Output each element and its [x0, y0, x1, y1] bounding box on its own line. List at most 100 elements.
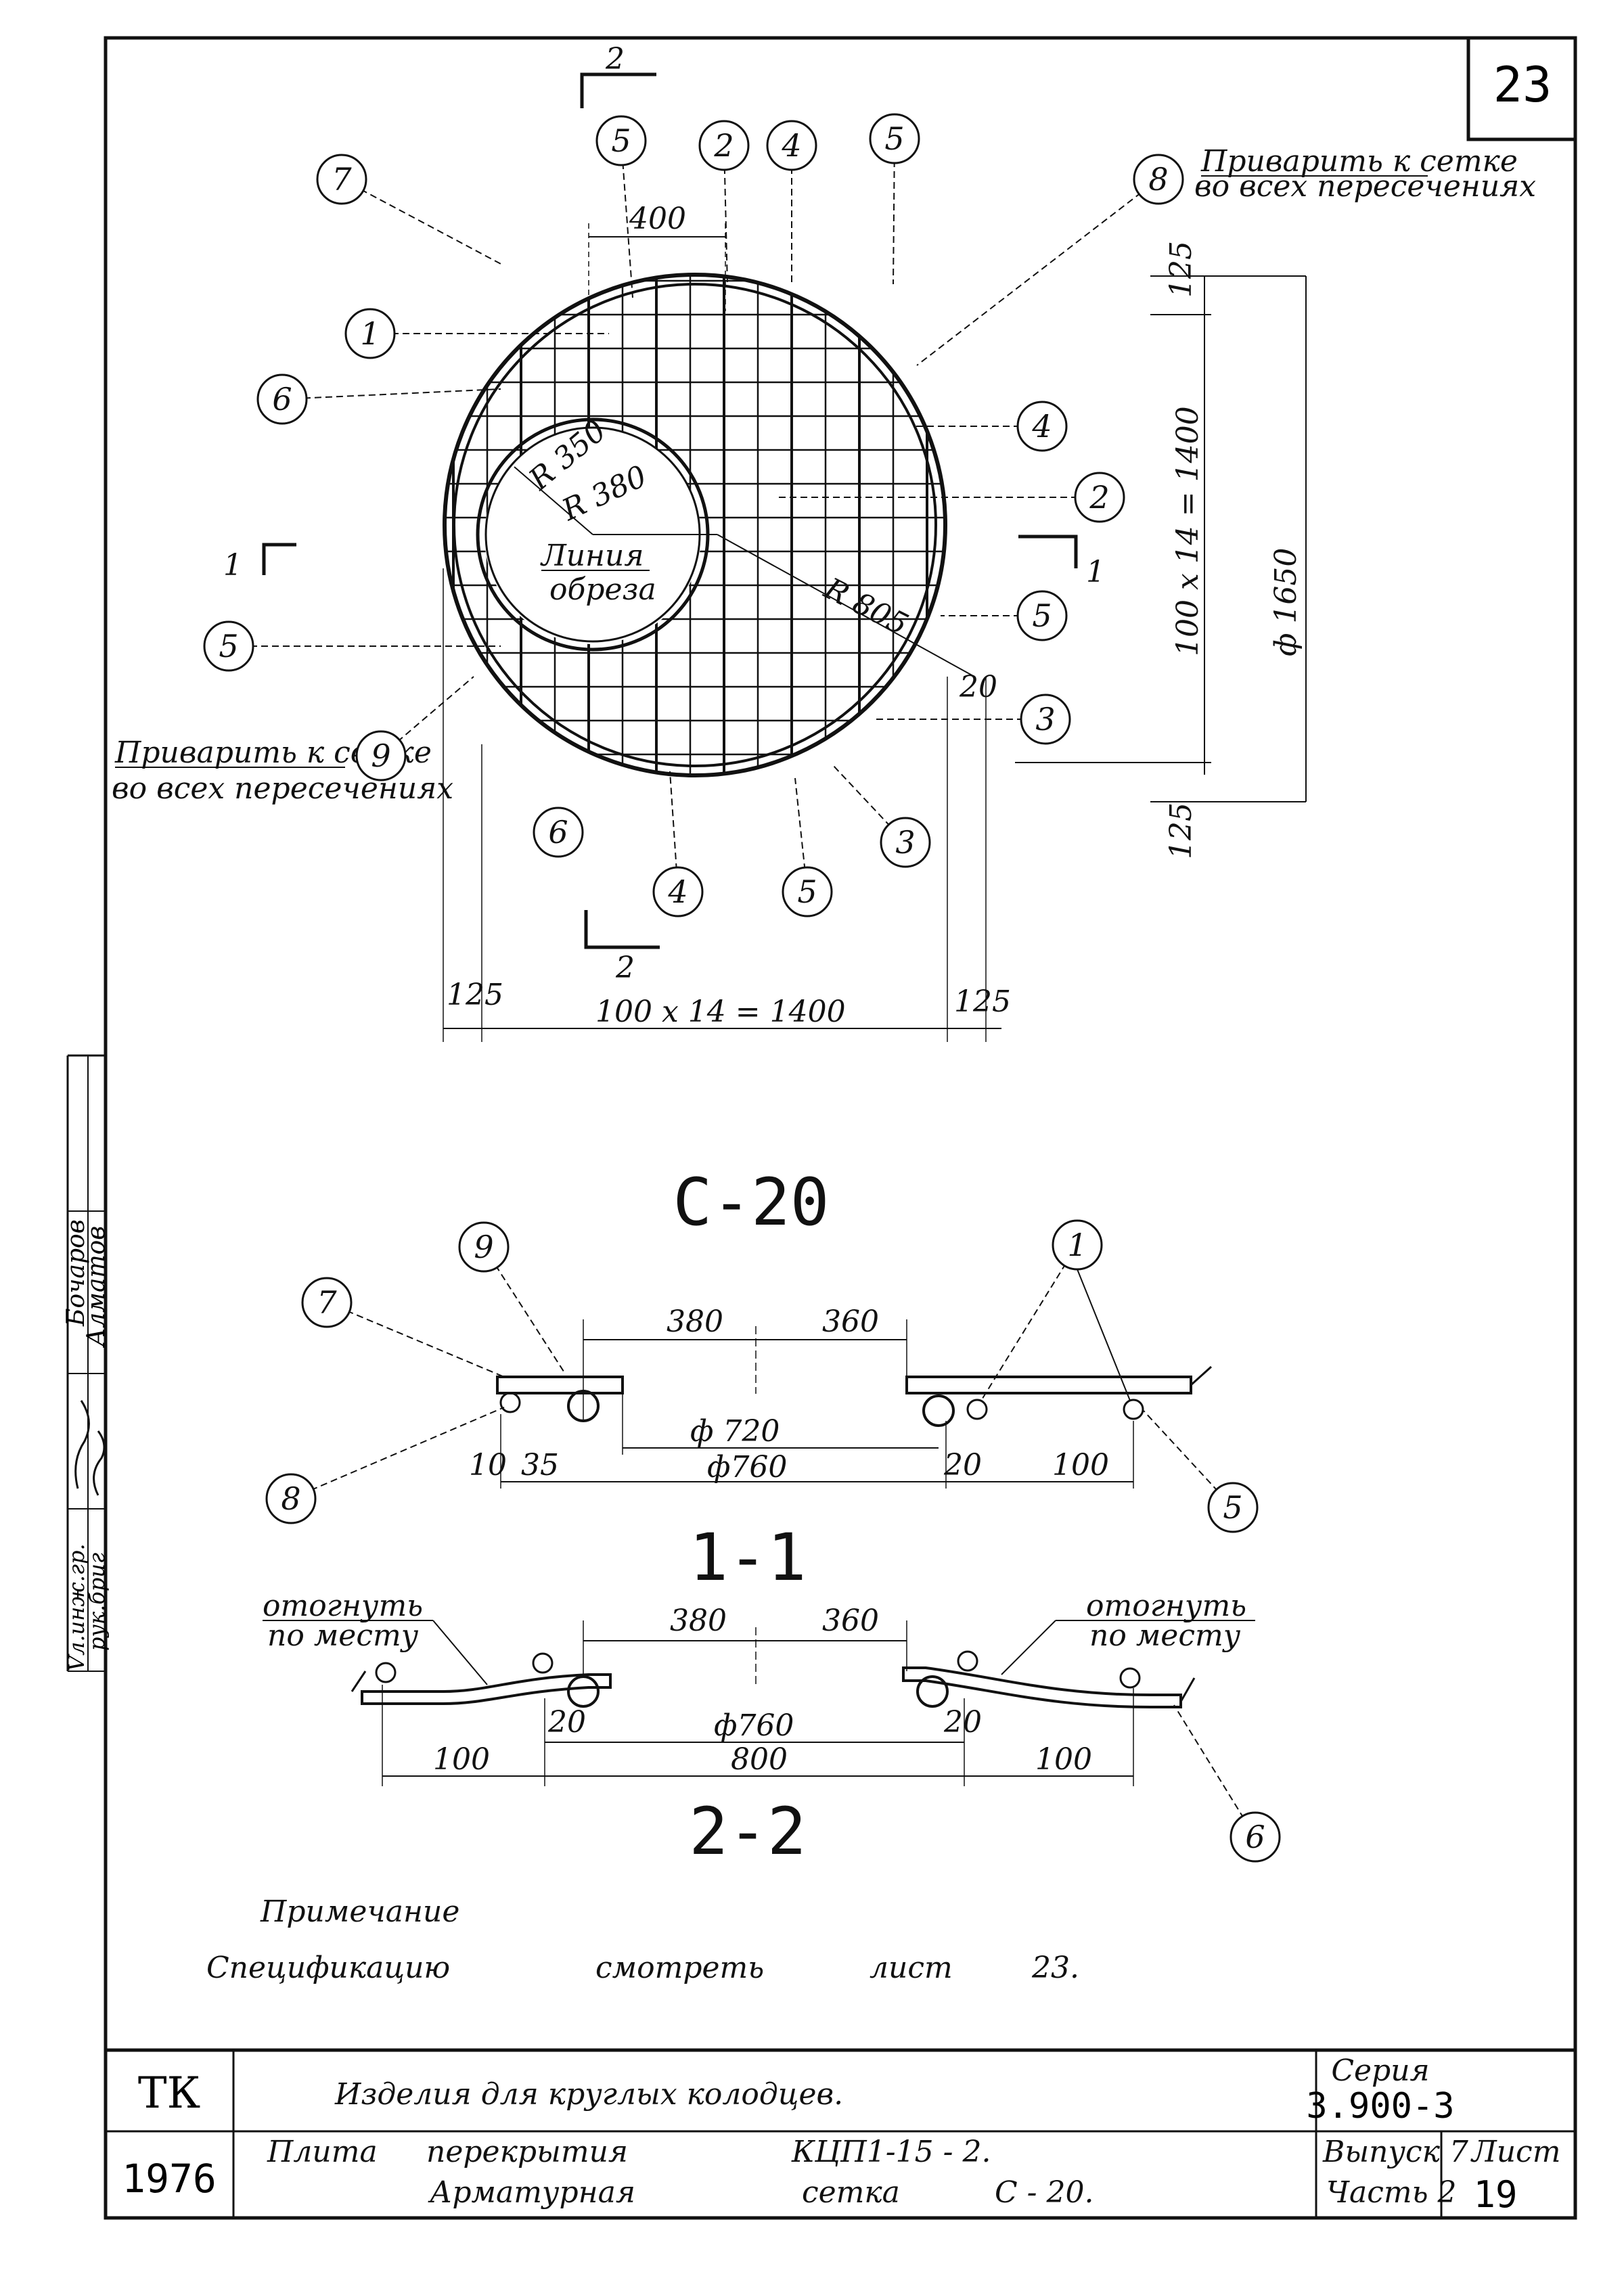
dim-right-125-bottom: 125 — [1164, 802, 1198, 859]
dim-bottom-grid: 100 x 14 = 1400 — [595, 995, 846, 1029]
s22-callouts: 6 — [1173, 1704, 1281, 1863]
callout-circle-c5d — [203, 620, 254, 672]
cut-line-label-1: Линия — [540, 539, 644, 573]
callout-number-c3b: 3 — [895, 824, 915, 861]
cut-line-label-2: обреза — [549, 572, 656, 607]
tb-item-1b: перекрытия — [426, 2135, 628, 2169]
callout-circle-s11-1 — [1052, 1219, 1103, 1271]
callout-circle-c2b — [1074, 472, 1125, 523]
dim-diameter: ф 1650 — [1269, 548, 1303, 656]
tb-sheet-label: Лист — [1470, 2135, 1560, 2169]
stamp-role1: Бочаров — [62, 1219, 90, 1327]
s11-dim-360: 360 — [822, 1304, 879, 1339]
callout-number-s11-8: 8 — [281, 1480, 300, 1517]
callout-number-c5c: 5 — [1032, 597, 1052, 634]
callout-circle-s11-8 — [265, 1473, 317, 1524]
callout-circle-c2 — [698, 120, 750, 171]
tb-org: ТК — [138, 2068, 200, 2118]
callout-circle-c3a — [1020, 694, 1071, 745]
callout-circle-c6a — [256, 373, 308, 425]
note-word-4: 23. — [1031, 1951, 1079, 1985]
callout-number-c5a: 5 — [611, 122, 631, 159]
callout-circle-c5a — [595, 115, 647, 166]
s22-dim-380: 380 — [670, 1604, 727, 1638]
stamp-role2: Алматов — [83, 1226, 110, 1348]
section-1-1: 380 360 ф 720 ф760 10 35 20 100 1-1 9781… — [265, 1219, 1259, 1595]
s11-dim-760: ф760 — [707, 1450, 787, 1484]
callout-circle-c5b — [869, 113, 920, 164]
callout-circle-c9 — [355, 730, 407, 781]
dim-bottom-125-left: 125 — [447, 978, 503, 1012]
callout-number-c6a: 6 — [272, 381, 292, 417]
callout-circle-c4b — [1016, 401, 1068, 452]
section-mark-left: 1 — [223, 548, 242, 583]
callout-number-s22-6: 6 — [1245, 1819, 1265, 1855]
callout-number-c7: 7 — [332, 161, 352, 198]
s22-note-right-1: отогнуть — [1086, 1589, 1246, 1623]
callout-leader — [290, 1407, 505, 1499]
side-stamp: Бочаров Алматов Vл.инж.гр. рук.бриг — [62, 1054, 110, 1672]
callout-leader — [980, 1244, 1078, 1401]
plan-view: R 350 R 380 R 805 20 Линия обреза 400 12… — [112, 42, 1536, 1042]
tb-item-1a: Плита — [267, 2135, 378, 2169]
callout-circle-c5c — [1016, 590, 1068, 641]
tb-item-1c: КЦП1-15 - 2. — [791, 2135, 991, 2169]
dim-right-125-top: 125 — [1164, 241, 1198, 298]
section-2-2: 380 360 ф760 20 20 100 800 100 отогнуть … — [263, 1589, 1281, 1869]
outer-ring-inner — [453, 283, 937, 767]
callout-leader — [832, 764, 906, 843]
callout-number-c4a: 4 — [781, 127, 801, 164]
outer-ring-bar — [443, 273, 947, 777]
section-mark-top: 2 — [605, 42, 625, 76]
mark-title: С-20 — [673, 1164, 829, 1240]
dim-right-grid: 100 x 14 = 1400 — [1171, 406, 1205, 656]
callout-leader — [1077, 1269, 1131, 1401]
title-block: ТК 1976 Изделия для круглых колодцев. Се… — [104, 2048, 1577, 2220]
callout-circle-s22-6 — [1230, 1811, 1281, 1863]
stamp-row3: Vл.инж.гр. — [64, 1543, 89, 1671]
callout-number-c4c: 4 — [667, 873, 687, 910]
callout-number-c9: 9 — [371, 737, 390, 774]
note-word-1: Спецификацию — [206, 1951, 450, 1985]
weld-note-top-2: во всех пересечениях — [1194, 169, 1536, 204]
weld-note-left-2: во всех пересечениях — [112, 771, 453, 806]
s22-dim-20-left: 20 — [547, 1705, 586, 1740]
s11-dim-380: 380 — [667, 1304, 723, 1339]
s11-dim-720: ф 720 — [690, 1414, 780, 1449]
tb-item-2c: С - 20. — [995, 2175, 1093, 2210]
stamp-row4: рук.бриг — [84, 1553, 110, 1651]
note-word-3: лист — [870, 1951, 953, 1985]
s11-dim-100: 100 — [1052, 1448, 1109, 1482]
callout-circle-s11-7 — [301, 1277, 353, 1328]
signature-1 — [74, 1400, 90, 1489]
s11-title: 1-1 — [689, 1520, 806, 1595]
s22-title: 2-2 — [689, 1794, 806, 1869]
callout-circle-c3b — [880, 817, 931, 868]
callout-circle-c1 — [344, 308, 396, 359]
signature-2 — [93, 1430, 106, 1496]
callout-number-c6b: 6 — [548, 814, 568, 850]
dim-bottom-125-right: 125 — [954, 984, 1011, 1019]
dim-top-400: 400 — [629, 202, 686, 236]
callout-number-s11-7: 7 — [317, 1284, 337, 1321]
r805-label: R 805 — [818, 571, 914, 642]
note-word-2: смотреть — [595, 1951, 764, 1985]
tb-item-2a: Арматурная — [428, 2175, 635, 2210]
plan-dimensions: 400 125 100 x 14 = 1400 125 ф 1650 125 1… — [443, 202, 1307, 1042]
weld-note-top-1: Приварить к сетке — [1200, 144, 1518, 179]
sheet-frame — [104, 36, 1577, 2220]
note-heading: Примечание — [260, 1894, 459, 1929]
s22-dim-800: 800 — [731, 1742, 788, 1777]
s11-dim-20: 20 — [943, 1448, 982, 1482]
callout-leader — [380, 676, 474, 756]
callout-circle-c4c — [652, 866, 704, 917]
callout-leader — [281, 388, 501, 400]
s11-dim-10: 10 — [469, 1448, 507, 1482]
callout-number-c3a: 3 — [1035, 701, 1055, 737]
callout-number-c8: 8 — [1148, 161, 1168, 198]
callout-leader — [669, 771, 679, 892]
tb-sheet-no: 19 — [1473, 2173, 1517, 2216]
callout-number-c5d: 5 — [219, 628, 238, 664]
